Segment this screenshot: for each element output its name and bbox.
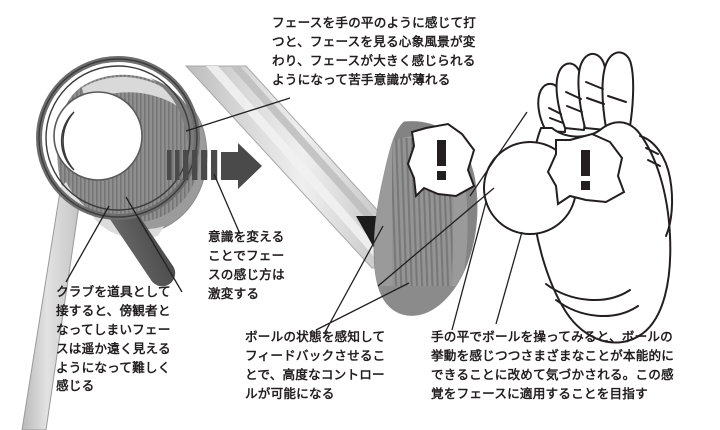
large-head-sole [375,286,477,316]
magnifier-rim-line-inner [45,65,191,211]
crease [645,147,659,155]
palm-base-crease-2 [555,299,639,317]
crease [548,107,562,115]
leader-middle [213,173,241,235]
caption-left: クラブを道具として 接すると、傍観者と なってしまいフェー スは遥か遠く見える … [56,284,171,394]
leader-left-2 [65,205,110,283]
leader-top [185,97,291,132]
arrow-bar [211,150,218,180]
crease [566,105,583,113]
exclamation-burst-clubface [406,122,476,199]
magnifier-rim-line-outer [38,58,198,218]
caption-bottom-right: 手の平でボールを操ってみると、ボールの 挙動を感じつつさまざまなことが本能的に … [431,329,675,401]
arrow-bar [183,150,189,180]
caption-bottom-center: ボールの状態を感知して フィードバックさせるこ とで、高度なコントロー ルが可能… [245,329,386,401]
arrow-head [221,143,262,189]
crease [586,97,605,105]
exclamation-dot [581,181,590,190]
leader-bottom-center [315,282,410,331]
leader-hand-bottom-2 [495,231,523,325]
palm-base-crease [545,283,631,301]
magnifier-lens-content [39,59,197,217]
leader-left [125,196,183,293]
thumb-edge [639,135,674,237]
crease [585,81,604,90]
leader-ball-to-face [377,187,495,287]
crease [647,159,661,167]
crease [565,91,582,100]
leader-hand-bottom [451,201,487,331]
leader-hand-top [469,111,528,197]
exclamation-dot [437,171,446,180]
caption-top: フェースを手の平のように感じて打 つと、フェースを見る心象風景が変 わり、フェー… [272,15,477,87]
golf-ball-outside-lens [60,111,75,171]
shaft-highlight [206,66,396,268]
leader-bottom-center-2 [323,225,384,335]
crease [607,95,627,103]
magnified-golf-ball [53,91,143,181]
index-finger [601,51,635,133]
exclamation-burst-hand [546,132,626,206]
face-top-bevel [82,77,190,116]
arrow-bar [167,150,172,180]
exclamation-stem [581,150,590,176]
arrow-bar [192,150,198,180]
crease [549,117,564,124]
arrow-bar [201,150,208,180]
caption-middle: 意識を変える ことでフェー スの感じ方は 激変する [208,229,285,301]
motion-arrow [167,143,262,189]
magnifier [36,56,200,287]
arrow-bar [175,150,180,180]
exclamation-stem [437,140,446,166]
leader-lines [65,97,528,335]
